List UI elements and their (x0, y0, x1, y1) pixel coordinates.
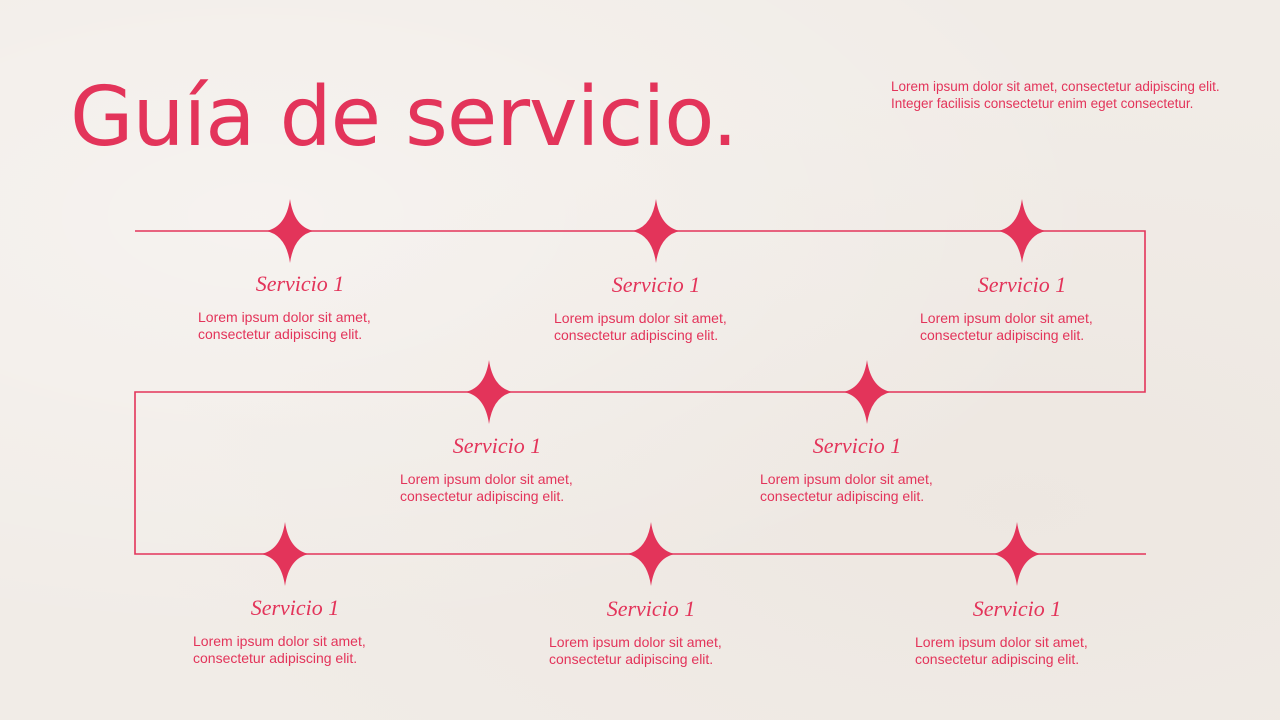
service-title: Servicio 1 (972, 596, 1062, 621)
service-title: Servicio 1 (250, 595, 340, 620)
star-marker-4 (465, 360, 513, 424)
page-title: Guía de servicio. (70, 70, 738, 165)
service-title: Servicio 1 (606, 596, 696, 621)
star-marker-8 (993, 522, 1041, 586)
service-description: Lorem ipsum dolor sit amet, consectetur … (760, 471, 933, 504)
service-title: Servicio 1 (452, 433, 542, 458)
star-marker-5 (843, 360, 891, 424)
service-description: Lorem ipsum dolor sit amet, consectetur … (193, 633, 366, 666)
service-title: Servicio 1 (812, 433, 902, 458)
service-title: Servicio 1 (977, 272, 1067, 297)
star-marker-1 (266, 199, 314, 263)
service-description: Lorem ipsum dolor sit amet, consectetur … (915, 634, 1088, 667)
service-description: Lorem ipsum dolor sit amet, consectetur … (198, 309, 371, 342)
service-description: Lorem ipsum dolor sit amet, consectetur … (920, 310, 1093, 343)
star-marker-6 (261, 522, 309, 586)
service-description: Lorem ipsum dolor sit amet, consectetur … (554, 310, 727, 343)
intro-text: Lorem ipsum dolor sit amet, consectetur … (891, 79, 1220, 111)
star-marker-2 (632, 199, 680, 263)
service-description: Lorem ipsum dolor sit amet, consectetur … (400, 471, 573, 504)
service-description: Lorem ipsum dolor sit amet, consectetur … (549, 634, 722, 667)
service-title: Servicio 1 (255, 271, 345, 296)
star-marker-3 (998, 199, 1046, 263)
star-marker-7 (627, 522, 675, 586)
service-title: Servicio 1 (611, 272, 701, 297)
